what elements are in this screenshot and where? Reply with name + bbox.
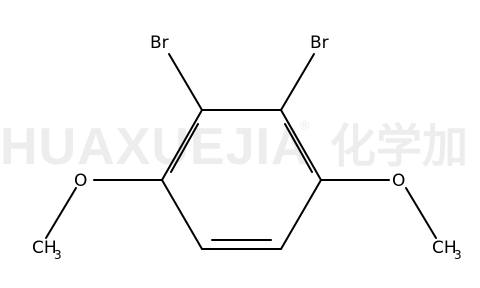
watermark: HUAXUEJIA ® 化学加: [0, 118, 468, 176]
ring-bond-upper-left-inner: [170, 123, 199, 173]
atom-ch3-right-subscript: 3: [454, 248, 462, 262]
bond-c-br-left: [168, 53, 203, 111]
watermark-registered-mark: ®: [298, 119, 311, 134]
atom-o-right: O: [392, 171, 405, 191]
atom-ch3-left: CH 3: [32, 238, 62, 262]
ring-bond-lower-right: [280, 179, 322, 250]
ring-bond-upper-right: [280, 109, 322, 181]
atom-ch3-left-main: CH: [32, 238, 57, 258]
atom-br-right: Br: [310, 33, 329, 53]
bond-c-br-right: [280, 53, 315, 111]
ring-bond-upper-left: [161, 109, 203, 181]
ring-bond-upper-right-inner: [284, 123, 313, 173]
atom-labels: Br Br O O CH 3 CH 3: [32, 33, 462, 262]
bond-o-ch3-right: [405, 187, 437, 239]
atom-br-left: Br: [150, 33, 169, 53]
atom-o-left: O: [74, 171, 87, 191]
bonds: [45, 53, 437, 250]
watermark-latin: HUAXUEJIA: [0, 118, 310, 176]
ring-bond-lower-left: [161, 179, 203, 250]
atom-ch3-left-subscript: 3: [54, 248, 62, 262]
bond-o-ch3-left: [45, 187, 77, 239]
watermark-chinese: 化学加: [330, 119, 468, 173]
atom-ch3-right: CH 3: [432, 238, 462, 262]
atom-ch3-right-main: CH: [432, 238, 457, 258]
